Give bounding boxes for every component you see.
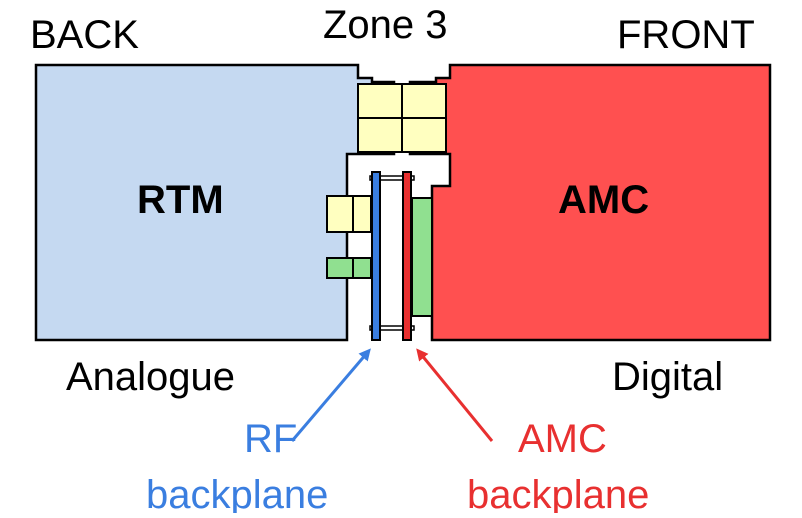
- rtm-label: RTM: [137, 178, 224, 222]
- zone3-connector-top: [357, 83, 447, 153]
- digital-label: Digital: [612, 355, 723, 399]
- rtm-connector-yellow: [326, 195, 372, 233]
- back-label: BACK: [30, 13, 139, 57]
- rf-backplane-label-line1: RF: [244, 417, 297, 461]
- amc-connector-green: [411, 197, 433, 317]
- rtm-board: [34, 63, 396, 342]
- zone-label: Zone 3: [323, 3, 448, 47]
- rtm-connector-green: [326, 257, 372, 279]
- rf-backplane: [371, 171, 381, 341]
- amc-backplane-label-line1: AMC: [518, 417, 607, 461]
- amc-backplane-arrow: [416, 348, 494, 442]
- amc-backplane-label-line2: backplane: [467, 473, 649, 513]
- amc-label: AMC: [558, 178, 649, 222]
- backplane-assembly: [369, 171, 415, 341]
- analogue-label: Analogue: [66, 355, 235, 399]
- amc-backplane: [402, 171, 412, 341]
- front-label: FRONT: [617, 13, 755, 57]
- amc-board: [408, 63, 772, 342]
- rf-backplane-arrow: [290, 348, 371, 442]
- rf-backplane-label-line2: backplane: [146, 473, 328, 513]
